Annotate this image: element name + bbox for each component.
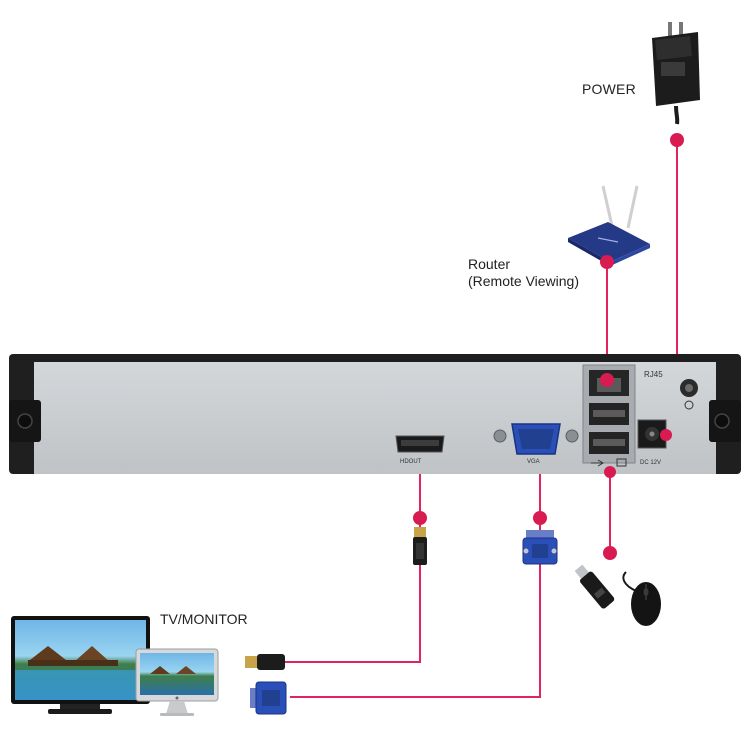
vga-plug-icon	[522, 530, 558, 565]
mouse-icon	[622, 571, 661, 626]
left-mounting-ear	[9, 400, 41, 442]
ground-screw-icon	[680, 379, 698, 410]
tv-hdmi-plug-icon	[245, 654, 285, 670]
rj45-label: RJ45	[644, 370, 663, 379]
rj45-dot	[600, 373, 614, 387]
usb-stick-icon	[574, 564, 615, 609]
tv-monitor-label: TV/MONITOR	[160, 611, 248, 627]
vga-port	[493, 423, 579, 455]
usb-dot	[604, 466, 616, 478]
hdmi-line	[285, 448, 421, 663]
vga-line	[290, 448, 541, 698]
router-label-line2: (Remote Viewing)	[468, 273, 580, 289]
hdmi-dot	[413, 511, 427, 525]
hdmi-plug-icon	[413, 527, 427, 565]
connector-dots	[413, 133, 684, 560]
router-label: Router (Remote Viewing)	[468, 256, 579, 290]
tv-vga-plug-icon	[250, 681, 287, 715]
vga-dot	[533, 511, 547, 525]
dc-dot	[660, 429, 672, 441]
power-dot	[670, 133, 684, 147]
tv-icon	[11, 616, 150, 714]
power-label: POWER	[582, 81, 636, 97]
nvr-back-panel	[9, 354, 741, 474]
dc-12v-label: DC 12V	[640, 460, 662, 466]
usb-symbol-icon	[591, 458, 627, 467]
hdmi-out-label: HDOUT	[400, 459, 422, 465]
hdmi-port	[395, 435, 445, 453]
right-mounting-ear	[709, 400, 741, 442]
router-label-line1: Router	[468, 256, 511, 272]
router-icon	[568, 185, 650, 266]
usb-device-dot	[603, 546, 617, 560]
monitor-icon	[135, 648, 219, 716]
vga-label: VGA	[527, 459, 540, 465]
power-adapter-icon	[652, 22, 700, 125]
router-dot	[600, 255, 614, 269]
